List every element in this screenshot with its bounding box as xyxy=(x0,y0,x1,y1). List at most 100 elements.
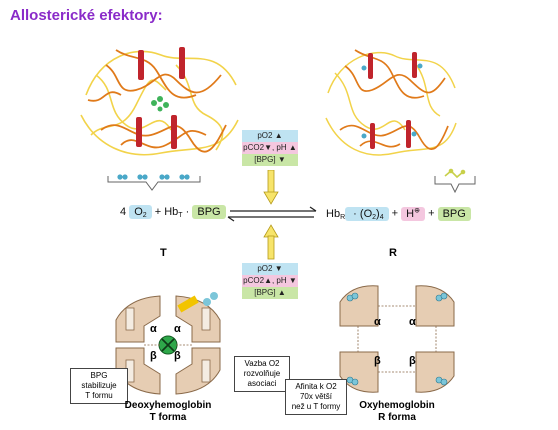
condition-bpg: [BPG] ▼ xyxy=(242,154,298,166)
o2-symbol: · (O xyxy=(350,207,373,220)
lower-conditions: pO2 ▼ pCO2▲, pH ▼ [BPG] ▲ xyxy=(242,263,298,299)
o2-close-paren: ) xyxy=(376,207,380,220)
note-line: Afinita k O2 xyxy=(295,382,337,391)
caption-deoxy: Deoxyhemoglobin T forma xyxy=(108,400,228,424)
deoxy-schematic xyxy=(115,295,221,395)
o2-subscript: 2 xyxy=(372,213,377,221)
protein-yellow-chains xyxy=(80,50,239,156)
equation-right-plus1: + xyxy=(391,207,399,220)
r-subunit-label-alpha-left: α xyxy=(374,316,381,328)
equation-right: HbR · (O2)4 + H⊕ + BPG xyxy=(326,206,471,221)
hb-symbol: Hb xyxy=(326,207,341,220)
r-subunit-label-beta-left: β xyxy=(374,355,381,367)
condition-text: [BPG] xyxy=(254,288,276,297)
equilibrium-arrows-icon xyxy=(227,206,317,222)
heme-slot xyxy=(201,359,211,383)
oxygen-molecule-icon xyxy=(203,292,218,306)
up-arrow-icon: ▲ xyxy=(274,131,283,140)
hb-subscript: R xyxy=(340,213,346,221)
equation-left: 4 O2 + HbT · BPG xyxy=(120,205,226,219)
note-bpg-stabilizes: BPG stabilizuje T formu xyxy=(70,368,128,404)
caption-line: R forma xyxy=(378,412,416,423)
protein-yellow-chains xyxy=(325,51,457,156)
down-arrow-icon: ▼ xyxy=(288,276,297,285)
h-symbol: H xyxy=(406,207,415,220)
equation-left-o2: O2 xyxy=(129,205,152,219)
equation-left-plus: + xyxy=(154,206,162,218)
subunit-alpha-left xyxy=(115,295,161,343)
condition-text: pCO2▼, pH xyxy=(243,143,287,152)
bpg-molecule-icon xyxy=(177,295,199,313)
note-line: stabilizuje xyxy=(81,381,117,390)
condition-text: pO2 xyxy=(257,264,273,273)
h-charge: ⊕ xyxy=(414,207,420,214)
note-line: BPG xyxy=(90,371,108,380)
oxygen-molecule-icon xyxy=(117,174,190,180)
subunit-label-alpha-left: α xyxy=(150,323,157,335)
subunits xyxy=(339,285,455,393)
heme-slot xyxy=(125,307,135,331)
r-subunit-label-alpha-right: α xyxy=(409,316,416,328)
condition-text: pCO2▲, pH xyxy=(243,276,287,285)
deoxy-protein-structure xyxy=(80,47,239,156)
up-arrow-icon: ▲ xyxy=(277,288,286,297)
r-subunit-label-beta-right: β xyxy=(409,355,416,367)
subunit-label-alpha-right: α xyxy=(174,323,181,335)
caption-line: T forma xyxy=(149,412,187,423)
note-line: rozvolňuje xyxy=(243,369,281,378)
equation-right-hb: HbR xyxy=(326,207,346,221)
subunit-label-beta-right: β xyxy=(174,350,181,362)
bpg-molecule-icon xyxy=(444,168,466,179)
heme-slot xyxy=(201,307,211,331)
subunit-beta-right xyxy=(175,347,221,395)
close-icon xyxy=(161,338,175,352)
subunit-label-beta-left: β xyxy=(150,350,157,362)
note-line: Vazba O2 xyxy=(244,359,280,368)
note-affinity: Afinita k O2 70x větší než u T formy xyxy=(285,379,347,415)
state-label-r: R xyxy=(389,247,397,259)
subunit-alpha-left xyxy=(339,285,379,327)
condition-pco2-ph: pCO2▲, pH ▼ xyxy=(242,275,298,287)
condition-pco2-ph: pCO2▼, pH ▲ xyxy=(242,142,298,154)
down-arrow-icon: ▼ xyxy=(277,155,286,164)
heme-groups xyxy=(368,52,417,149)
o2-symbol: O xyxy=(134,206,143,218)
up-arrow-icon xyxy=(263,224,279,260)
upper-conditions: pO2 ▲ pCO2▼, pH ▲ [BPG] ▼ xyxy=(242,130,298,166)
equation-right-proton: H⊕ xyxy=(401,206,425,221)
caption-line: Oxyhemoglobin xyxy=(359,400,435,411)
condition-po2: pO2 ▲ xyxy=(242,130,298,142)
note-line: 70x větší xyxy=(299,392,332,401)
caption-oxy: Oxyhemoglobin R forma xyxy=(336,400,458,424)
note-line: než u T formy xyxy=(291,402,341,411)
hb-symbol: Hb xyxy=(164,206,179,218)
oxygen-molecule-icon xyxy=(346,292,448,386)
condition-po2: pO2 ▼ xyxy=(242,263,298,275)
down-arrow-icon: ▼ xyxy=(274,264,283,273)
equation-right-plus2: + xyxy=(428,207,435,220)
equation-left-bpg: BPG xyxy=(192,205,226,219)
equation-right-o2: · (O2)4 xyxy=(345,206,389,221)
bpg-bracket xyxy=(434,168,476,194)
note-line: asociaci xyxy=(247,379,277,388)
oxygen-bracket xyxy=(107,174,201,191)
note-line: T formu xyxy=(85,391,113,400)
oxy-schematic xyxy=(339,285,455,393)
up-arrow-icon: ▲ xyxy=(288,143,297,152)
o2-count: 4 xyxy=(379,213,384,221)
condition-bpg: [BPG] ▲ xyxy=(242,287,298,299)
equation-left-hb: HbT xyxy=(164,206,182,219)
page-title: Allosterické efektory: xyxy=(10,7,163,24)
state-label-t: T xyxy=(160,247,167,259)
bound-oxygen xyxy=(361,63,423,139)
protein-orange-chains xyxy=(87,49,227,153)
condition-text: [BPG] xyxy=(254,155,276,164)
down-arrow-icon xyxy=(263,170,279,205)
condition-text: pO2 xyxy=(257,131,273,140)
o2-subscript: 2 xyxy=(142,212,147,219)
oxy-protein-structure xyxy=(325,49,457,156)
heme-groups xyxy=(136,47,185,149)
equation-left-dot: · xyxy=(185,206,190,218)
bpg-in-cavity xyxy=(151,96,169,112)
equation-left-coef: 4 xyxy=(120,206,127,218)
